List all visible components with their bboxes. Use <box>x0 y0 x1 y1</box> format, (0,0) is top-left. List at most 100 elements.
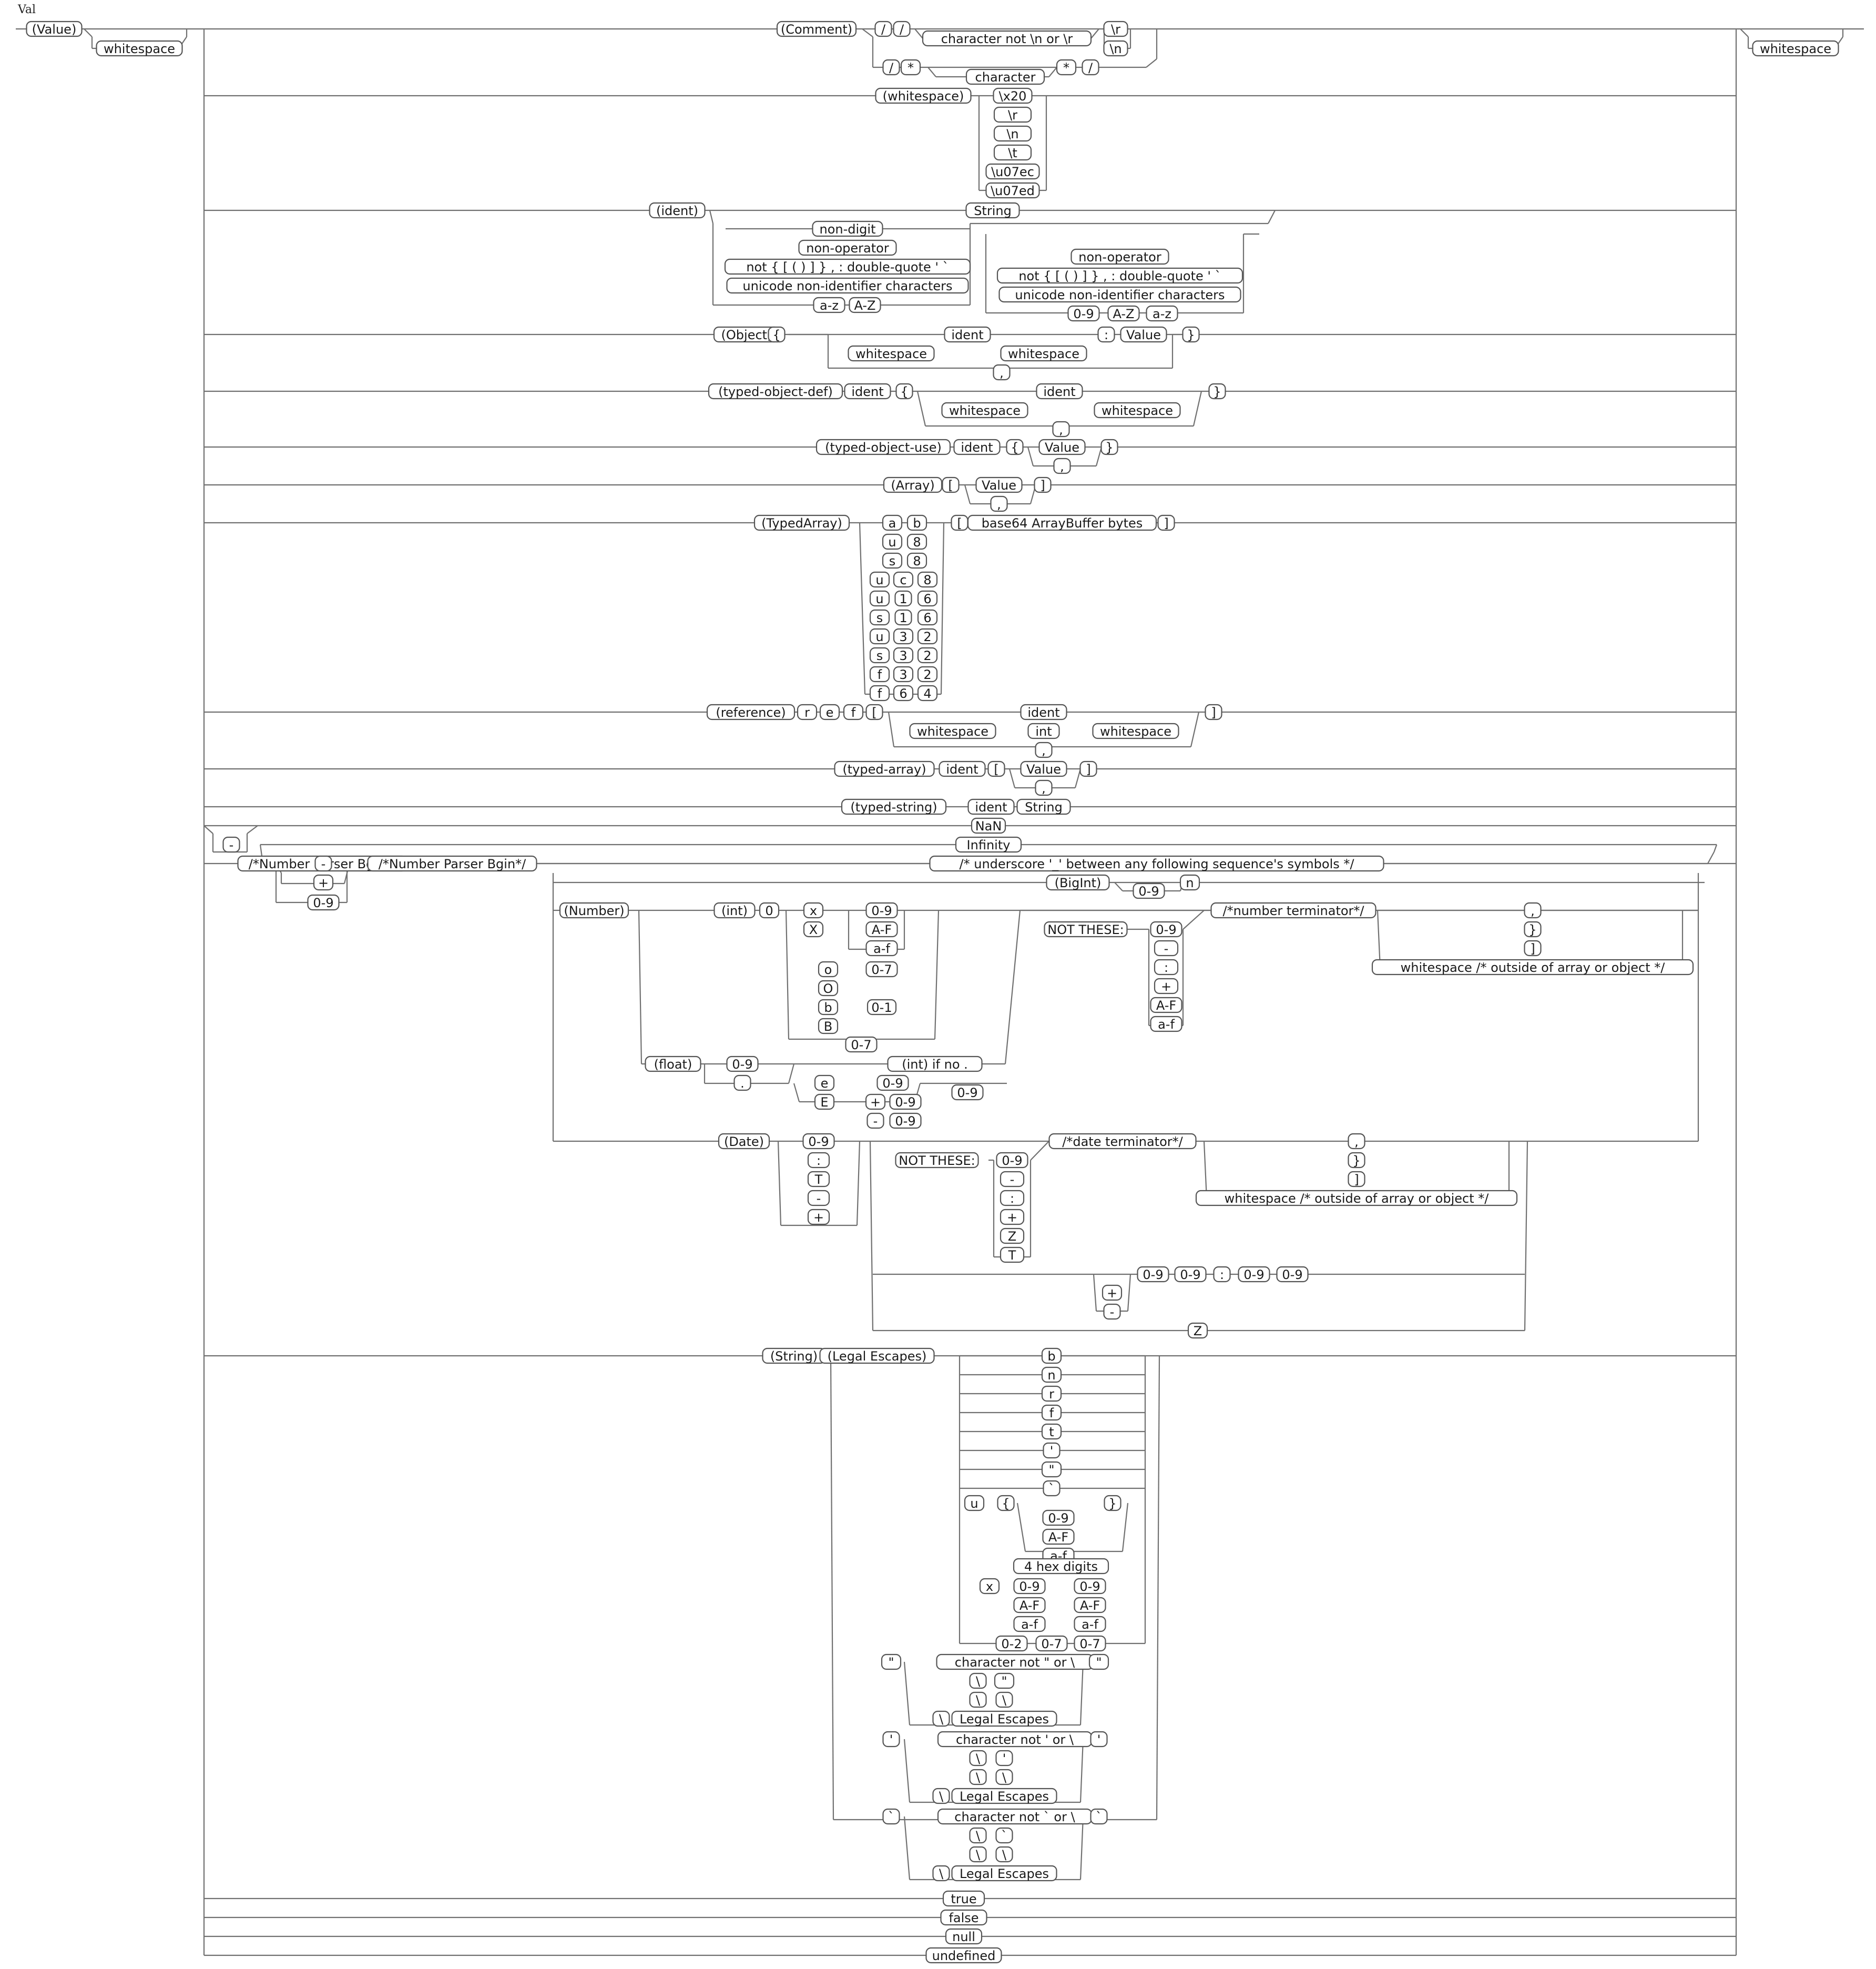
node-box <box>1041 1366 1062 1383</box>
rail-line <box>793 1083 800 1102</box>
node-label: x <box>986 1579 993 1594</box>
node-label: 8 <box>913 554 921 569</box>
node-symbol: " <box>994 1672 1015 1689</box>
node-box <box>713 902 756 919</box>
node-label: a-z <box>820 298 839 313</box>
rail-line <box>1121 1503 1129 1552</box>
node-label: 0-7 <box>851 1038 871 1052</box>
node-box <box>909 723 996 739</box>
node-legal-escapes: Legal Escapes <box>951 1710 1057 1727</box>
node-label: \u07ec <box>991 165 1034 179</box>
node-value: (Value) <box>26 21 83 37</box>
node-box <box>1041 1423 1062 1440</box>
node-box <box>844 383 891 400</box>
node-label: unicode non-identifier characters <box>742 279 952 293</box>
node-box <box>882 1731 900 1748</box>
node-f: f <box>1041 1404 1062 1421</box>
node-label: r <box>1049 1387 1054 1402</box>
node-box <box>917 628 938 645</box>
node-label: b <box>1047 1349 1055 1364</box>
node-label: /*date terminator*/ <box>1062 1134 1183 1149</box>
node-box <box>865 1093 886 1110</box>
node-box <box>819 1347 935 1364</box>
node-box <box>917 590 938 607</box>
rail-line <box>1027 446 1034 466</box>
node-box <box>942 476 960 493</box>
node-box <box>1020 760 1067 777</box>
node-label: u <box>875 573 883 587</box>
node-box <box>649 202 706 219</box>
node-box <box>932 1710 950 1727</box>
node-label: 0-9 <box>1156 922 1176 937</box>
node-box <box>876 1074 909 1091</box>
rail-line <box>1127 1274 1131 1312</box>
node-label: 0 <box>765 904 773 918</box>
node-symbol: : <box>807 1152 830 1169</box>
node-label: ` <box>888 1810 894 1824</box>
node-label: u <box>970 1496 978 1511</box>
rail-line <box>1016 1503 1026 1552</box>
node-box <box>1000 1171 1025 1188</box>
node-label: (float) <box>654 1057 692 1072</box>
node-box <box>1371 959 1694 976</box>
node-label: (Legal Escapes) <box>828 1349 927 1364</box>
node-box <box>965 202 1020 219</box>
node-box <box>1006 439 1024 455</box>
node-label: ] <box>1530 941 1535 956</box>
node-symbol: \ <box>995 1769 1013 1785</box>
node-t: T <box>1000 1246 1025 1263</box>
node-box <box>1053 458 1071 474</box>
rail-line <box>788 1063 795 1084</box>
node-box <box>925 1947 1002 1964</box>
node-0-9: 0-9 <box>865 902 898 919</box>
node-box <box>865 940 898 957</box>
node-label: 0-9 <box>1048 1511 1068 1526</box>
node-label: , <box>1042 743 1046 758</box>
node-box <box>969 1672 987 1689</box>
node-box <box>996 1152 1028 1169</box>
node-ident: ident <box>944 326 991 343</box>
node-box <box>841 798 947 815</box>
node-box <box>1187 1322 1208 1339</box>
node-label: 2 <box>923 630 931 644</box>
node-label: (String) <box>770 1349 818 1364</box>
node-box <box>1120 326 1167 343</box>
node-8: 8 <box>906 552 927 569</box>
node-a-f: A-F <box>1150 997 1182 1013</box>
node-u07ed: \u07ed <box>985 182 1040 199</box>
node-symbol: - <box>314 855 332 872</box>
rail-line <box>1377 910 1381 969</box>
node-box <box>818 980 839 997</box>
node-label: o <box>824 962 832 977</box>
node-box <box>1000 345 1087 362</box>
node-b: b <box>818 999 839 1016</box>
node-box <box>815 439 951 455</box>
node-box <box>917 647 938 664</box>
node-n: \n <box>993 125 1032 142</box>
rail-line <box>1146 58 1157 68</box>
node-label: 0-9 <box>1019 1579 1039 1594</box>
node-t: T <box>807 1171 830 1188</box>
node-label: \ <box>976 1693 981 1708</box>
node-symbol: \ <box>995 1846 1013 1863</box>
node-label: (typed-string) <box>850 800 937 815</box>
node-label: \ <box>1002 1693 1007 1708</box>
node-f: f <box>843 704 864 720</box>
node-label: whitespace <box>855 347 927 361</box>
node-label: s <box>876 648 883 663</box>
node-box <box>849 297 881 313</box>
node-label: (Value) <box>32 22 77 37</box>
node-box <box>985 163 1040 180</box>
node-comment: (Comment) <box>776 21 857 37</box>
node-3: 3 <box>893 647 914 664</box>
node-box <box>753 514 850 531</box>
node-box <box>942 1890 985 1907</box>
node-label: A-F <box>1019 1598 1039 1613</box>
node-box <box>895 383 913 400</box>
node-symbol: ' <box>882 1731 900 1748</box>
node-legal-escapes: Legal Escapes <box>951 1865 1057 1882</box>
node-string: String <box>965 202 1020 219</box>
node-box <box>969 1827 987 1844</box>
node-u: u <box>869 571 890 588</box>
node-label: Z <box>1194 1324 1202 1338</box>
